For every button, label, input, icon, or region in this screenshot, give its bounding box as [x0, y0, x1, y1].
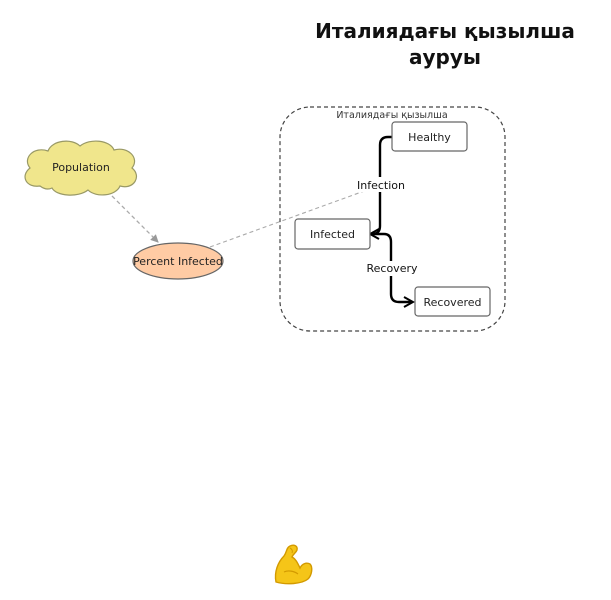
- healthy-stock[interactable]: Healthy: [391, 121, 468, 152]
- population-node[interactable]: Population: [24, 140, 137, 196]
- link-population-to-percent-infected[interactable]: [111, 195, 159, 243]
- infected-label: Infected: [310, 228, 355, 241]
- population-cloud-shape: [24, 140, 137, 196]
- recovered-stock[interactable]: Recovered: [414, 286, 491, 317]
- infection-label: Infection: [357, 179, 405, 192]
- model-group-label: Италиядағы қызылша: [336, 110, 447, 121]
- infection-label-bg: [357, 177, 405, 192]
- link-percent-infected-to-infection[interactable]: [209, 185, 379, 248]
- healthy-label: Healthy: [408, 131, 451, 144]
- recovery-label-bg: [368, 261, 416, 276]
- population-label: Population: [52, 161, 110, 174]
- diagram-title-line2: ауруы: [409, 45, 481, 69]
- percent-infected-label: Percent Infected: [133, 255, 223, 268]
- diagram-title: Италиядағы қызылша ауруы: [300, 18, 590, 70]
- flexed-biceps-icon: [274, 544, 313, 585]
- model-group[interactable]: [279, 106, 506, 332]
- diagram-title-line1: Италиядағы қызылша: [315, 19, 575, 43]
- percent-infected-node[interactable]: Percent Infected: [132, 242, 224, 280]
- infected-stock[interactable]: Infected: [294, 218, 371, 250]
- recovered-label: Recovered: [423, 296, 481, 309]
- recovery-label: Recovery: [366, 262, 417, 275]
